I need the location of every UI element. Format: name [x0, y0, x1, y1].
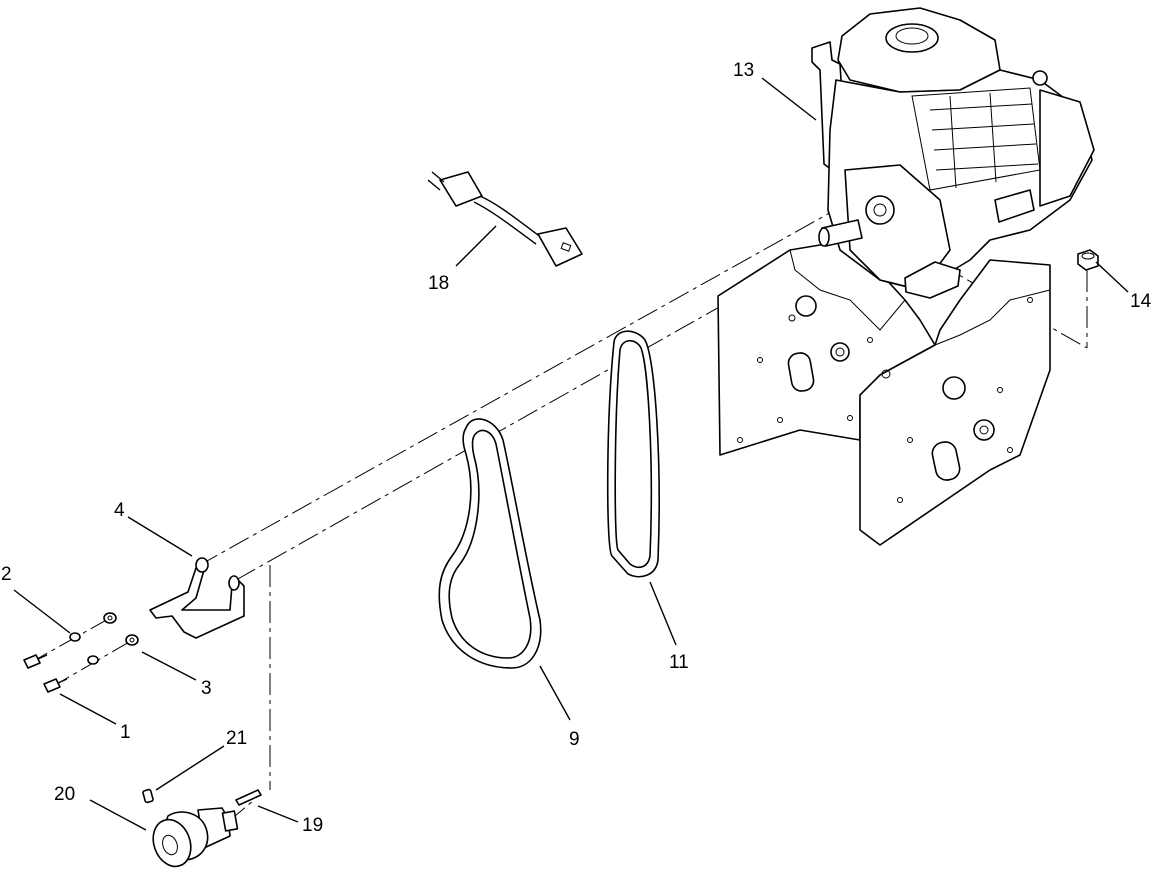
callout-labels: 13 14 18 4 2 3 1 9 11 21 20 19	[1, 60, 1152, 836]
callout-2: 2	[1, 564, 12, 585]
flat-washer-upper	[103, 612, 117, 624]
callout-19: 19	[302, 815, 323, 836]
key	[142, 788, 154, 804]
capscrew-upper	[23, 654, 48, 669]
belt-9	[438, 418, 542, 669]
callout-1: 1	[120, 722, 131, 743]
callout-4: 4	[114, 500, 125, 521]
leader-lines	[13, 77, 1129, 831]
callout-18: 18	[428, 273, 449, 294]
flat-washer-lower	[125, 634, 139, 646]
lock-washer-lower	[87, 655, 99, 665]
roll-pin	[235, 789, 262, 806]
assembly-centerlines	[27, 209, 1088, 823]
belt-11	[606, 330, 660, 578]
lock-washer-upper	[69, 632, 81, 642]
engine	[811, 7, 1095, 299]
frame-plate-right	[859, 259, 1051, 546]
callout-3: 3	[201, 678, 212, 699]
callout-11: 11	[669, 652, 689, 673]
callout-21: 21	[226, 728, 247, 749]
capscrew-lower	[43, 678, 68, 693]
callout-9: 9	[569, 729, 580, 750]
power-cord	[427, 171, 583, 267]
callout-13: 13	[733, 60, 754, 81]
callout-20: 20	[54, 784, 75, 805]
pulley	[152, 807, 239, 868]
belt-guide	[149, 557, 245, 639]
nut	[1077, 249, 1099, 271]
callout-14: 14	[1130, 291, 1152, 312]
frame-plate-left	[717, 239, 936, 456]
